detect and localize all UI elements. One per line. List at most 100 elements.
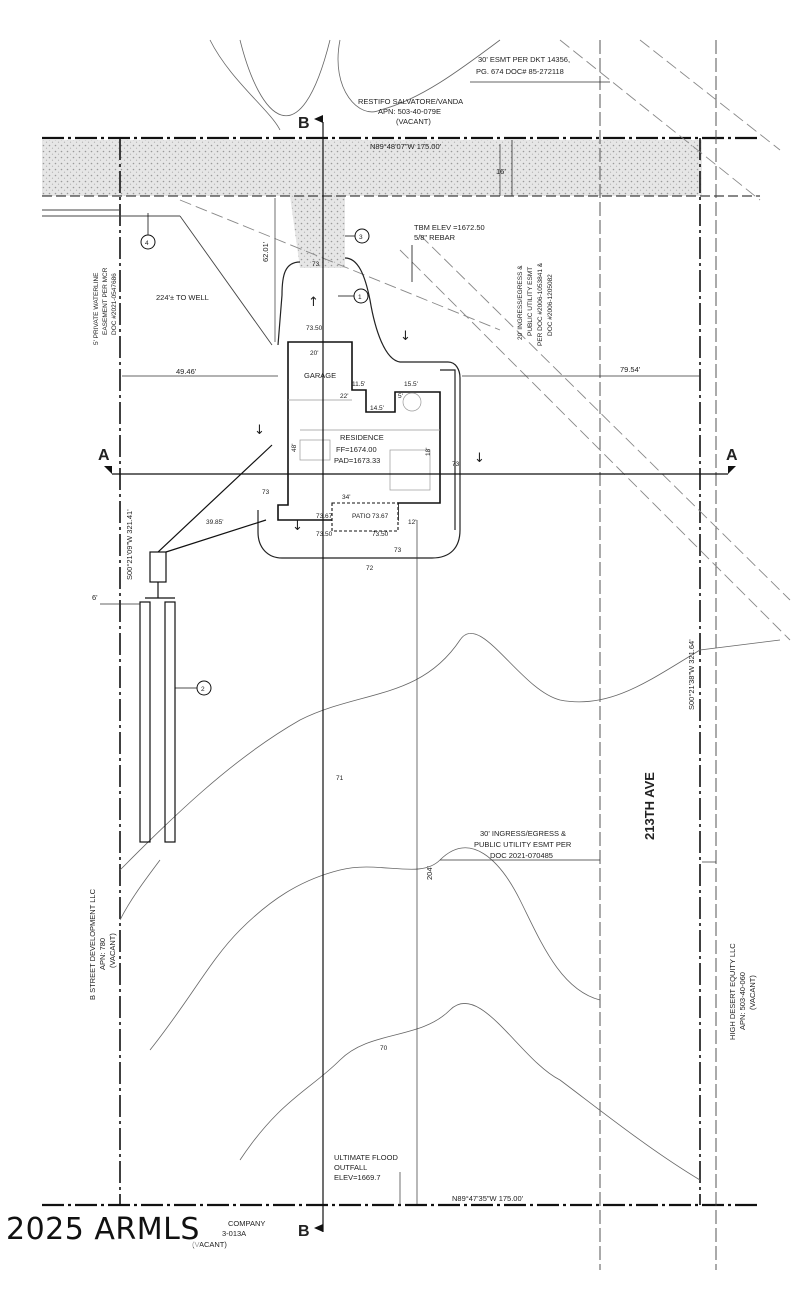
patio	[331, 502, 399, 532]
svg-text:↑: ↑	[308, 295, 319, 310]
callout-circles	[140, 228, 370, 696]
south-owner-status: (VACANT)	[192, 1240, 227, 1249]
dimension-lines	[100, 81, 716, 1205]
patio-label: PATIO	[352, 513, 371, 520]
section-a-right: A	[726, 447, 738, 464]
contour-lines	[119, 39, 781, 1181]
west-owner-name: B STREET DEVELOPMENT LLC	[88, 888, 97, 1000]
gravel-driveway	[290, 196, 345, 268]
residence-pad: PAD=1673.33	[334, 456, 380, 465]
dim-16: 16'	[496, 167, 506, 176]
contour-label-73-c: 73	[262, 489, 270, 496]
north-bearing: N89°48'07"W 175.00'	[370, 142, 442, 151]
flood-line1: ULTIMATE FLOOD	[334, 1153, 398, 1162]
dim-15-5: 15.5'	[404, 381, 418, 388]
svg-text:↓: ↓	[254, 423, 265, 438]
callout-leaders	[147, 213, 355, 689]
dim-6: 6'	[92, 593, 98, 602]
svg-text:↓: ↓	[474, 451, 485, 466]
dim-48: 48'	[291, 444, 298, 452]
east-esmt-line3: DOC 2021-070485	[490, 851, 553, 860]
residence-footprint	[277, 341, 441, 521]
waterline-line1: 5' PRIVATE WATERLINE	[93, 272, 100, 345]
svg-text:↓: ↓	[400, 329, 411, 344]
dim-204: 204'	[425, 865, 434, 880]
dim-79: 79.54'	[620, 365, 641, 374]
north-owner-apn: APN: 503-40-079E	[378, 107, 441, 116]
grade-73-50-c: 73.50	[306, 325, 323, 332]
dim-12: 12'	[408, 519, 416, 526]
east-esmt-line2: PUBLIC UTILITY ESMT PER	[474, 840, 572, 849]
grade-73-50-b: 73.50	[372, 531, 389, 538]
east-owner-name: HIGH DESERT EQUITY LLC	[728, 943, 737, 1040]
dim-to-well: 224'± TO WELL	[156, 293, 209, 302]
north-esmt-line1: 30' ESMT PER DKT 14356,	[478, 55, 570, 64]
flood-line2: OUTFALL	[334, 1163, 367, 1172]
callout-2: 2	[201, 686, 205, 693]
easement-lines	[42, 40, 717, 1270]
dim-34: 34'	[342, 494, 350, 501]
watermark: 2025 ARMLS	[6, 1212, 200, 1247]
section-b-bottom: B	[298, 1223, 310, 1240]
dim-22: 22'	[340, 393, 348, 400]
interior-lines	[288, 392, 440, 491]
west-owner-status: (VACANT)	[108, 933, 117, 968]
dim-20: 20'	[310, 350, 318, 357]
tbm-elev: TBM ELEV =1672.50	[414, 223, 485, 232]
grade-73-67-a: 73.67	[316, 513, 333, 520]
contour-label-70: 70	[380, 1045, 388, 1052]
contour-label-73-d: 73	[452, 461, 460, 468]
waterline-line2: EASEMENT PER MCR	[102, 267, 109, 335]
callout-1: 1	[358, 294, 362, 301]
svg-text:↓: ↓	[292, 519, 303, 534]
section-b-top: B	[298, 115, 310, 132]
tbm-rebar: 5/8" REBAR	[414, 233, 456, 242]
waterline-line3: DOC #2021-0547686	[111, 273, 118, 335]
grade-73-50-a: 73.50	[316, 531, 333, 538]
residence-ff: FF=1674.00	[336, 445, 377, 454]
east-esmt-line1: 30' INGRESS/EGRESS &	[480, 829, 566, 838]
ingress-line4: DOC #2006-1205082	[547, 274, 554, 336]
ingress-line1: 20' INGRESS/EGRESS &	[517, 265, 524, 340]
dim-11-5: 11.5'	[352, 381, 365, 388]
dim-62: 62.01'	[261, 241, 270, 262]
section-lines	[112, 122, 728, 1232]
grade-73-67-b: 73.67	[372, 513, 389, 520]
callout-4: 4	[145, 240, 149, 247]
ingress-line2: PUBLIC UTILITY ESMT	[527, 267, 534, 336]
residence-label: RESIDENCE	[340, 433, 384, 442]
dim-5: 5'	[398, 393, 403, 400]
contour-label-73-a: 73	[312, 261, 320, 268]
section-a-left: A	[98, 447, 110, 464]
flood-line3: ELEV=1669.7	[334, 1173, 381, 1182]
dim-14-5: 14.5'	[370, 405, 384, 412]
diagonal-easement	[179, 39, 791, 641]
contour-label-71: 71	[336, 775, 344, 782]
callout-3: 3	[359, 234, 363, 241]
dim-49: 49.46'	[176, 367, 197, 376]
septic-lines	[139, 444, 273, 843]
west-bearing: S00°21'09"W 321.41'	[125, 509, 134, 580]
north-owner-status: (VACANT)	[396, 117, 431, 126]
driveway-pad	[257, 257, 461, 559]
south-owner-name: COMPANY	[228, 1219, 265, 1228]
contour-label-72: 72	[366, 565, 374, 572]
street-name: 213TH AVE	[642, 772, 657, 840]
east-bearing: S00°21'38"W 321.64'	[687, 639, 696, 710]
garage-label: GARAGE	[304, 371, 336, 380]
east-owner-apn: APN: 503-40-060	[738, 972, 747, 1030]
section-arrows	[104, 115, 736, 1232]
east-owner-status: (VACANT)	[748, 975, 757, 1010]
lot-boundary	[42, 136, 760, 1207]
south-owner-apn: 3-013A	[222, 1229, 246, 1238]
west-owner-apn: APN: 780	[98, 938, 107, 970]
dim-39: 39.85'	[206, 519, 224, 526]
ingress-line3: PER DOC #2006-1053841 &	[537, 262, 544, 346]
north-owner-name: RESTIFO SALVATORE/VANDA	[358, 97, 463, 106]
contour-label-73-b: 73	[394, 547, 402, 554]
south-bearing: N89°47'35"W 175.00'	[452, 1194, 524, 1203]
flow-arrows: ↑ ↓ ↓ ↓ ↓	[254, 295, 485, 534]
gravel-road	[42, 140, 702, 196]
dim-18: 18'	[425, 448, 432, 456]
